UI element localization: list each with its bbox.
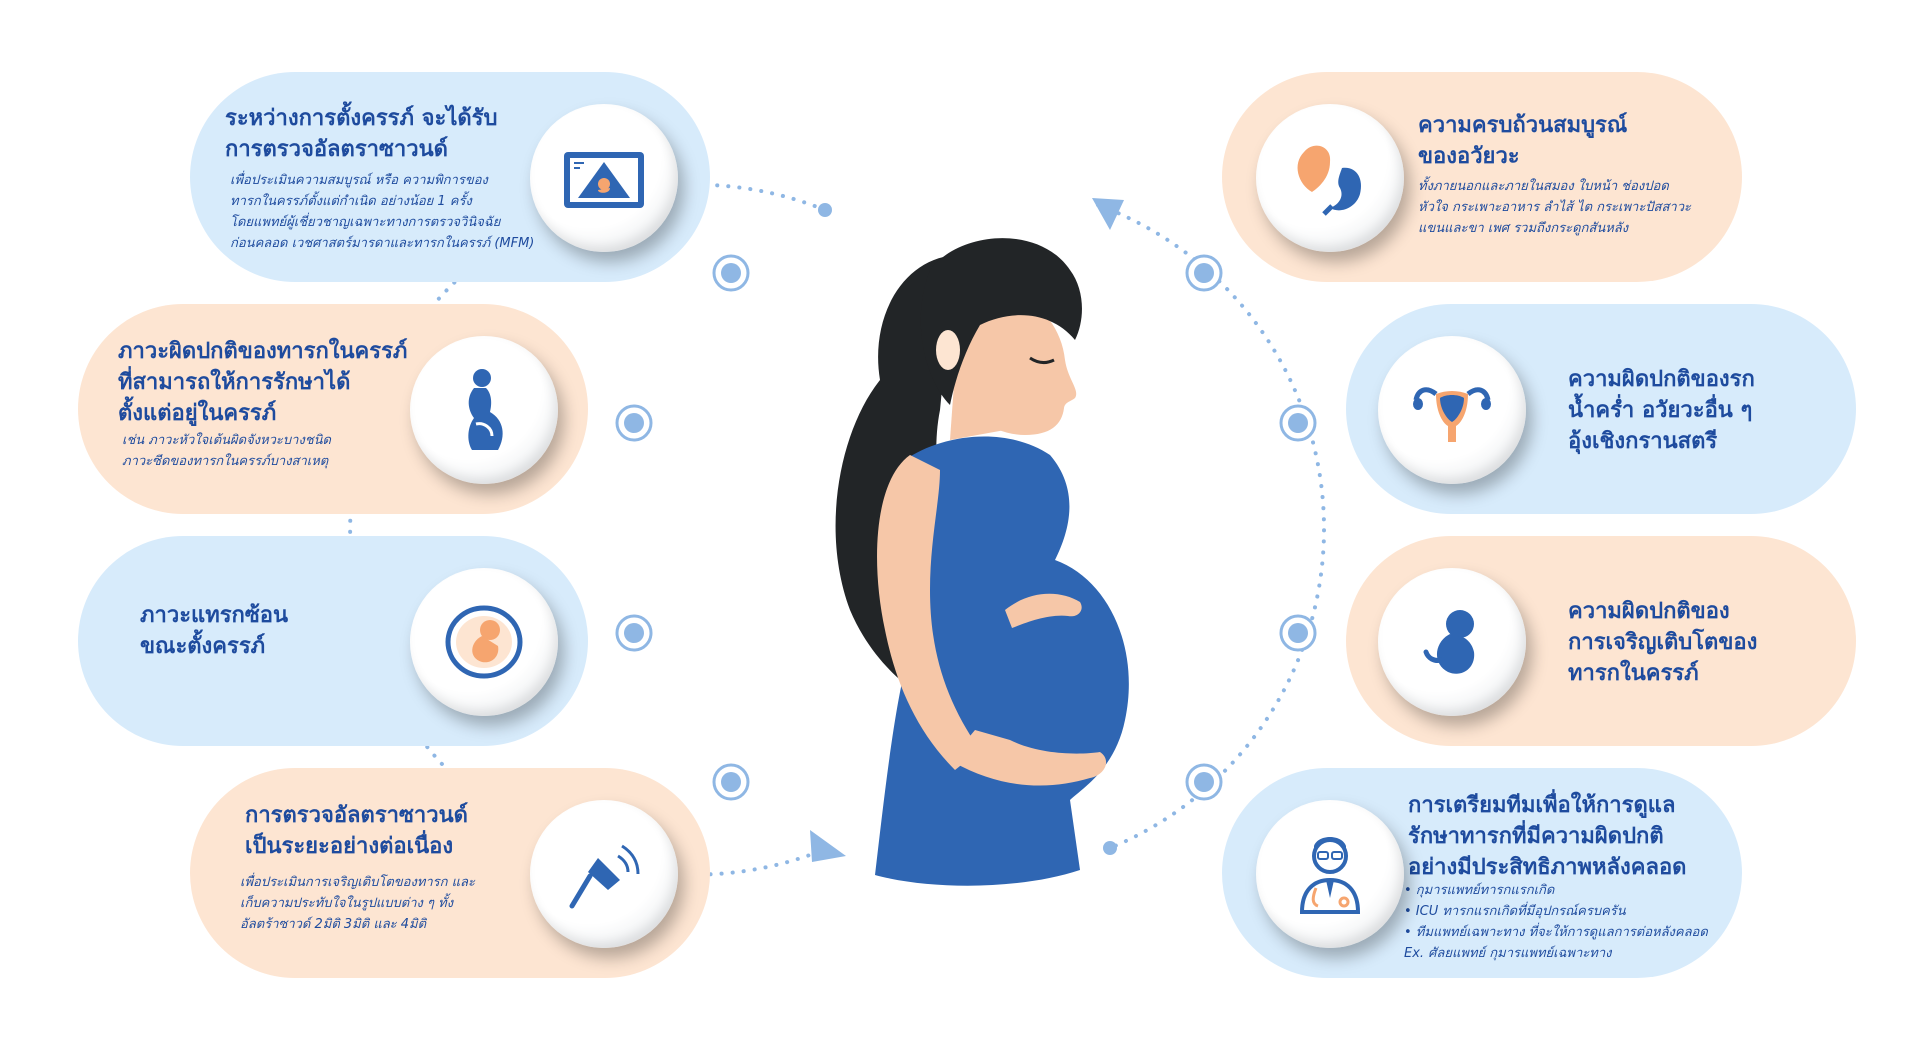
circle-organs	[1256, 104, 1404, 252]
ring-node	[712, 254, 750, 292]
ring-node	[712, 763, 750, 801]
heart-stomach-icon	[1297, 145, 1362, 216]
card-ultrasound-title: ระหว่างการตั้งครรภ์ จะได้รับ การตรวจอัลต…	[225, 106, 498, 162]
hair-tie	[936, 330, 960, 370]
circle-ultrasound	[530, 104, 678, 252]
card-placenta-title: ความผิดปกติของรก น้ำคร่ำ อวัยวะอื่น ๆ อุ…	[1568, 367, 1755, 454]
circle-complications	[410, 568, 558, 716]
card-organs-title: ความครบถ้วนสมบูรณ์ ของอวัยวะ	[1418, 113, 1628, 169]
eye	[1029, 356, 1055, 365]
ring-node	[1185, 254, 1223, 292]
circle-placenta	[1378, 336, 1526, 484]
arm-lower	[950, 730, 1107, 786]
face	[955, 286, 1077, 435]
ring-end-dot-top-left	[818, 203, 832, 217]
card-continuous-desc: เพื่อประเมินการเจริญเติบโตของทารก และ เก…	[240, 875, 475, 932]
hair-top	[920, 238, 1082, 405]
ring-node	[615, 404, 653, 442]
circle-continuous	[530, 800, 678, 948]
card-complications-title: ภาวะแทรกซ้อน ขณะตั้งครรภ์	[140, 603, 289, 659]
card-team-title: การเตรียมทีมเพื่อให้การดูแล รักษาทารกที่…	[1408, 793, 1687, 880]
ring-node	[1185, 763, 1223, 801]
fetus-icon	[1423, 610, 1475, 674]
ring-nodes	[615, 254, 1317, 801]
ring-arrow-bottom-left	[810, 830, 846, 862]
circle-treatable	[410, 336, 558, 484]
arm-upper	[877, 455, 980, 770]
hand-top	[1005, 593, 1082, 628]
card-team-desc: • กุมารแพทย์ทารกแรกเกิด • ICU ทารกแรกเกิ…	[1404, 883, 1708, 961]
circle-team	[1256, 800, 1404, 948]
circle-growth	[1378, 568, 1526, 716]
ring-node	[1279, 404, 1317, 442]
ring-arrow-top-right	[1092, 198, 1124, 230]
card-continuous-title: การตรวจอัลตราซาวนด์ เป็นระยะอย่างต่อเนื่…	[245, 803, 468, 859]
ring-node	[615, 614, 653, 652]
ultrasound-monitor-icon	[564, 152, 644, 208]
pregnant-woman-icon	[468, 369, 503, 450]
card-treatable-title: ภาวะผิดปกติของทารกในครรภ์ ที่สามารถให้กา…	[118, 339, 408, 426]
ring-node	[1279, 614, 1317, 652]
pregnant-woman-illustration	[835, 238, 1129, 886]
ring-end-dot-bottom-right	[1103, 841, 1117, 855]
doctor-icon	[1299, 837, 1361, 914]
card-organs-desc: ทั้งภายนอกและภายในสมอง ใบหน้า ช่องปอด หั…	[1418, 179, 1692, 236]
card-ultrasound-desc: เพื่อประเมินความสมบูรณ์ หรือ ความพิการขอ…	[230, 173, 535, 251]
fetus-in-womb-icon	[445, 605, 523, 679]
uterus-icon	[1413, 387, 1491, 442]
ultrasound-probe-icon	[569, 844, 640, 909]
card-treatable-desc: เช่น ภาวะหัวใจเต้นผิดจังหวะบางชนิด ภาวะซ…	[122, 433, 331, 469]
card-growth-title: ความผิดปกติของ การเจริญเติบโตของ ทารกในค…	[1568, 599, 1758, 686]
